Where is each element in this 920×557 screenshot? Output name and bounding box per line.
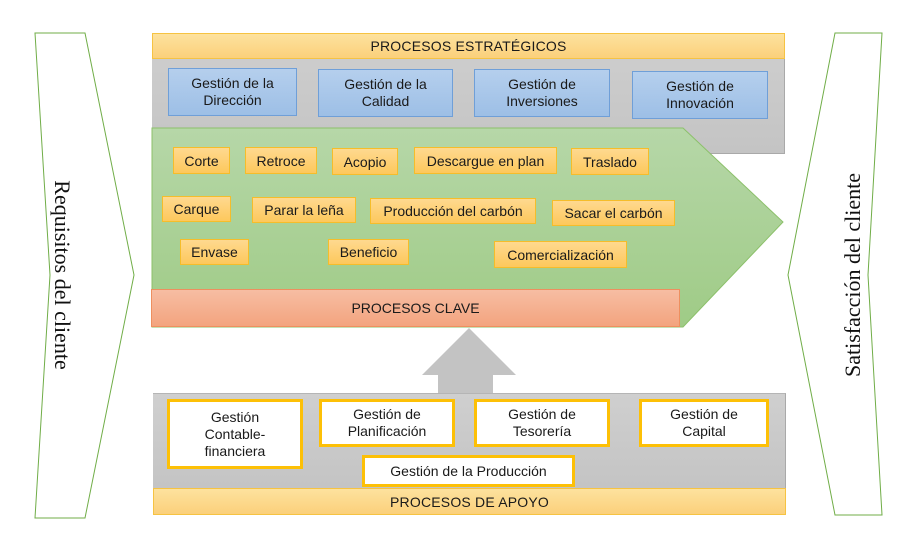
strategic-box-direccion[interactable]: Gestión de la Dirección <box>168 68 297 116</box>
activity-carque[interactable]: Carque <box>162 196 231 222</box>
box-text-line: Gestión <box>210 408 260 425</box>
activity-acopio[interactable]: Acopio <box>332 148 398 175</box>
strategic-box-innovacion[interactable]: Gestión de Innovación <box>632 71 768 119</box>
box-text-line: Gestión de <box>508 76 576 92</box>
support-box-produccion[interactable]: Gestión de la Producción <box>362 455 575 487</box>
activity-parar-la-lena[interactable]: Parar la leña <box>252 197 356 223</box>
activity-produccion-del-carbon[interactable]: Producción del carbón <box>370 198 536 224</box>
box-text-line: Gestión de <box>666 78 734 94</box>
box-text-line: Contable- <box>204 425 266 442</box>
box-text-line: Gestión de la <box>191 75 274 91</box>
box-text-line: Innovación <box>666 95 734 111</box>
support-box-capital[interactable]: Gestión de Capital <box>639 399 769 447</box>
box-text-line: financiera <box>204 442 266 459</box>
box-text-line: Gestión de la <box>344 76 427 92</box>
activity-corte[interactable]: Corte <box>173 147 230 174</box>
box-text-line: Gestión de <box>353 406 421 422</box>
right-side-label: Satisfacción del cliente <box>840 172 865 378</box>
activity-sacar-el-carbon[interactable]: Sacar el carbón <box>552 200 675 226</box>
support-box-contable-financiera[interactable]: Gestión Contable- financiera <box>167 399 303 469</box>
strategic-box-inversiones[interactable]: Gestión de Inversiones <box>474 69 610 117</box>
box-text-line: Tesorería <box>512 423 572 439</box>
support-box-planificacion[interactable]: Gestión de Planificación <box>319 399 455 447</box>
box-text-line: Gestión de <box>508 406 576 422</box>
box-text-line: Inversiones <box>506 93 578 109</box>
up-arrow-shape <box>422 328 516 394</box>
support-box-tesoreria[interactable]: Gestión de Tesorería <box>474 399 610 447</box>
activity-retroce[interactable]: Retroce <box>245 147 317 174</box>
right-chevron-shape <box>787 32 883 516</box>
activity-envase[interactable]: Envase <box>180 239 249 265</box>
left-chevron-shape <box>34 32 135 519</box>
support-footer: PROCESOS DE APOYO <box>153 488 786 515</box>
left-side-label: Requisitos del cliente <box>50 180 75 370</box>
key-process-label-bar: PROCESOS CLAVE <box>151 289 680 327</box>
strategic-box-calidad[interactable]: Gestión de la Calidad <box>318 69 453 117</box>
box-text-line: Dirección <box>203 92 262 108</box>
activity-descargue-en-plan[interactable]: Descargue en plan <box>414 147 557 174</box>
activity-beneficio[interactable]: Beneficio <box>328 239 409 265</box>
box-text-line: Planificación <box>347 423 427 439</box>
box-text-line: Calidad <box>361 93 410 109</box>
strategic-header: PROCESOS ESTRATÉGICOS <box>152 33 785 59</box>
activity-comercializacion[interactable]: Comercialización <box>494 241 627 268</box>
activity-traslado[interactable]: Traslado <box>571 148 649 175</box>
box-text-line: Capital <box>682 423 726 439</box>
box-text-line: Gestión de <box>670 406 738 422</box>
